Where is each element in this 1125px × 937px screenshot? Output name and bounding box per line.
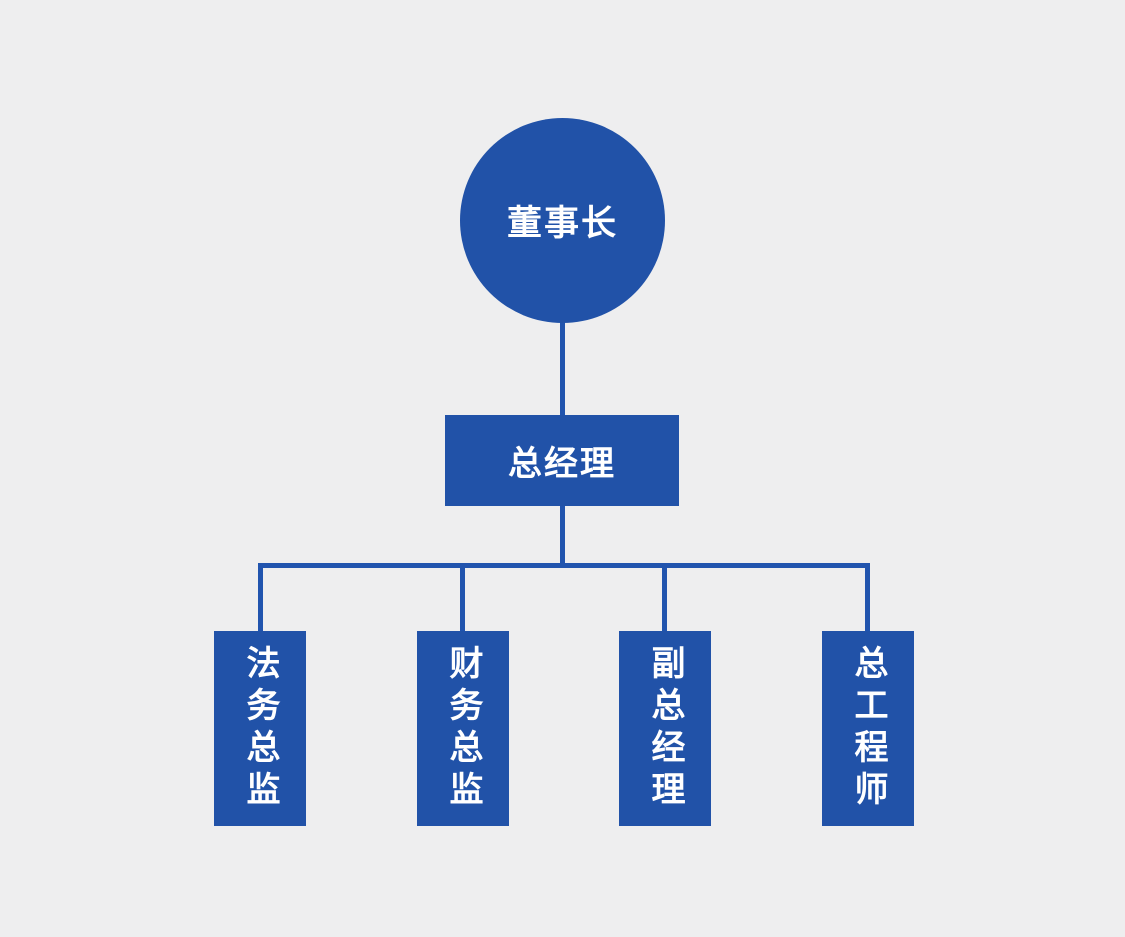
connector-drop-child-3 <box>662 563 667 631</box>
org-node-chief-engineer-label: 总工程师 <box>849 644 887 813</box>
connector-branch-horizontal <box>258 563 870 568</box>
org-node-general-manager: 总经理 <box>445 415 679 506</box>
org-node-deputy-general-manager-label: 副总经理 <box>646 644 684 813</box>
org-node-legal-director-label: 法务总监 <box>241 644 279 813</box>
org-node-legal-director: 法务总监 <box>214 631 306 826</box>
connector-drop-child-1 <box>258 563 263 631</box>
connector-drop-child-4 <box>865 563 870 631</box>
org-node-deputy-general-manager: 副总经理 <box>619 631 711 826</box>
connector-root-to-manager <box>560 321 565 416</box>
org-node-finance-director: 财务总监 <box>417 631 509 826</box>
connector-manager-to-branch <box>560 506 565 566</box>
org-node-general-manager-label: 总经理 <box>508 445 616 483</box>
org-node-finance-director-label: 财务总监 <box>444 644 482 813</box>
org-node-chief-engineer: 总工程师 <box>822 631 914 826</box>
org-node-chairman: 董事长 <box>460 118 665 323</box>
org-node-chairman-label: 董事长 <box>506 204 618 243</box>
connector-drop-child-2 <box>460 563 465 631</box>
